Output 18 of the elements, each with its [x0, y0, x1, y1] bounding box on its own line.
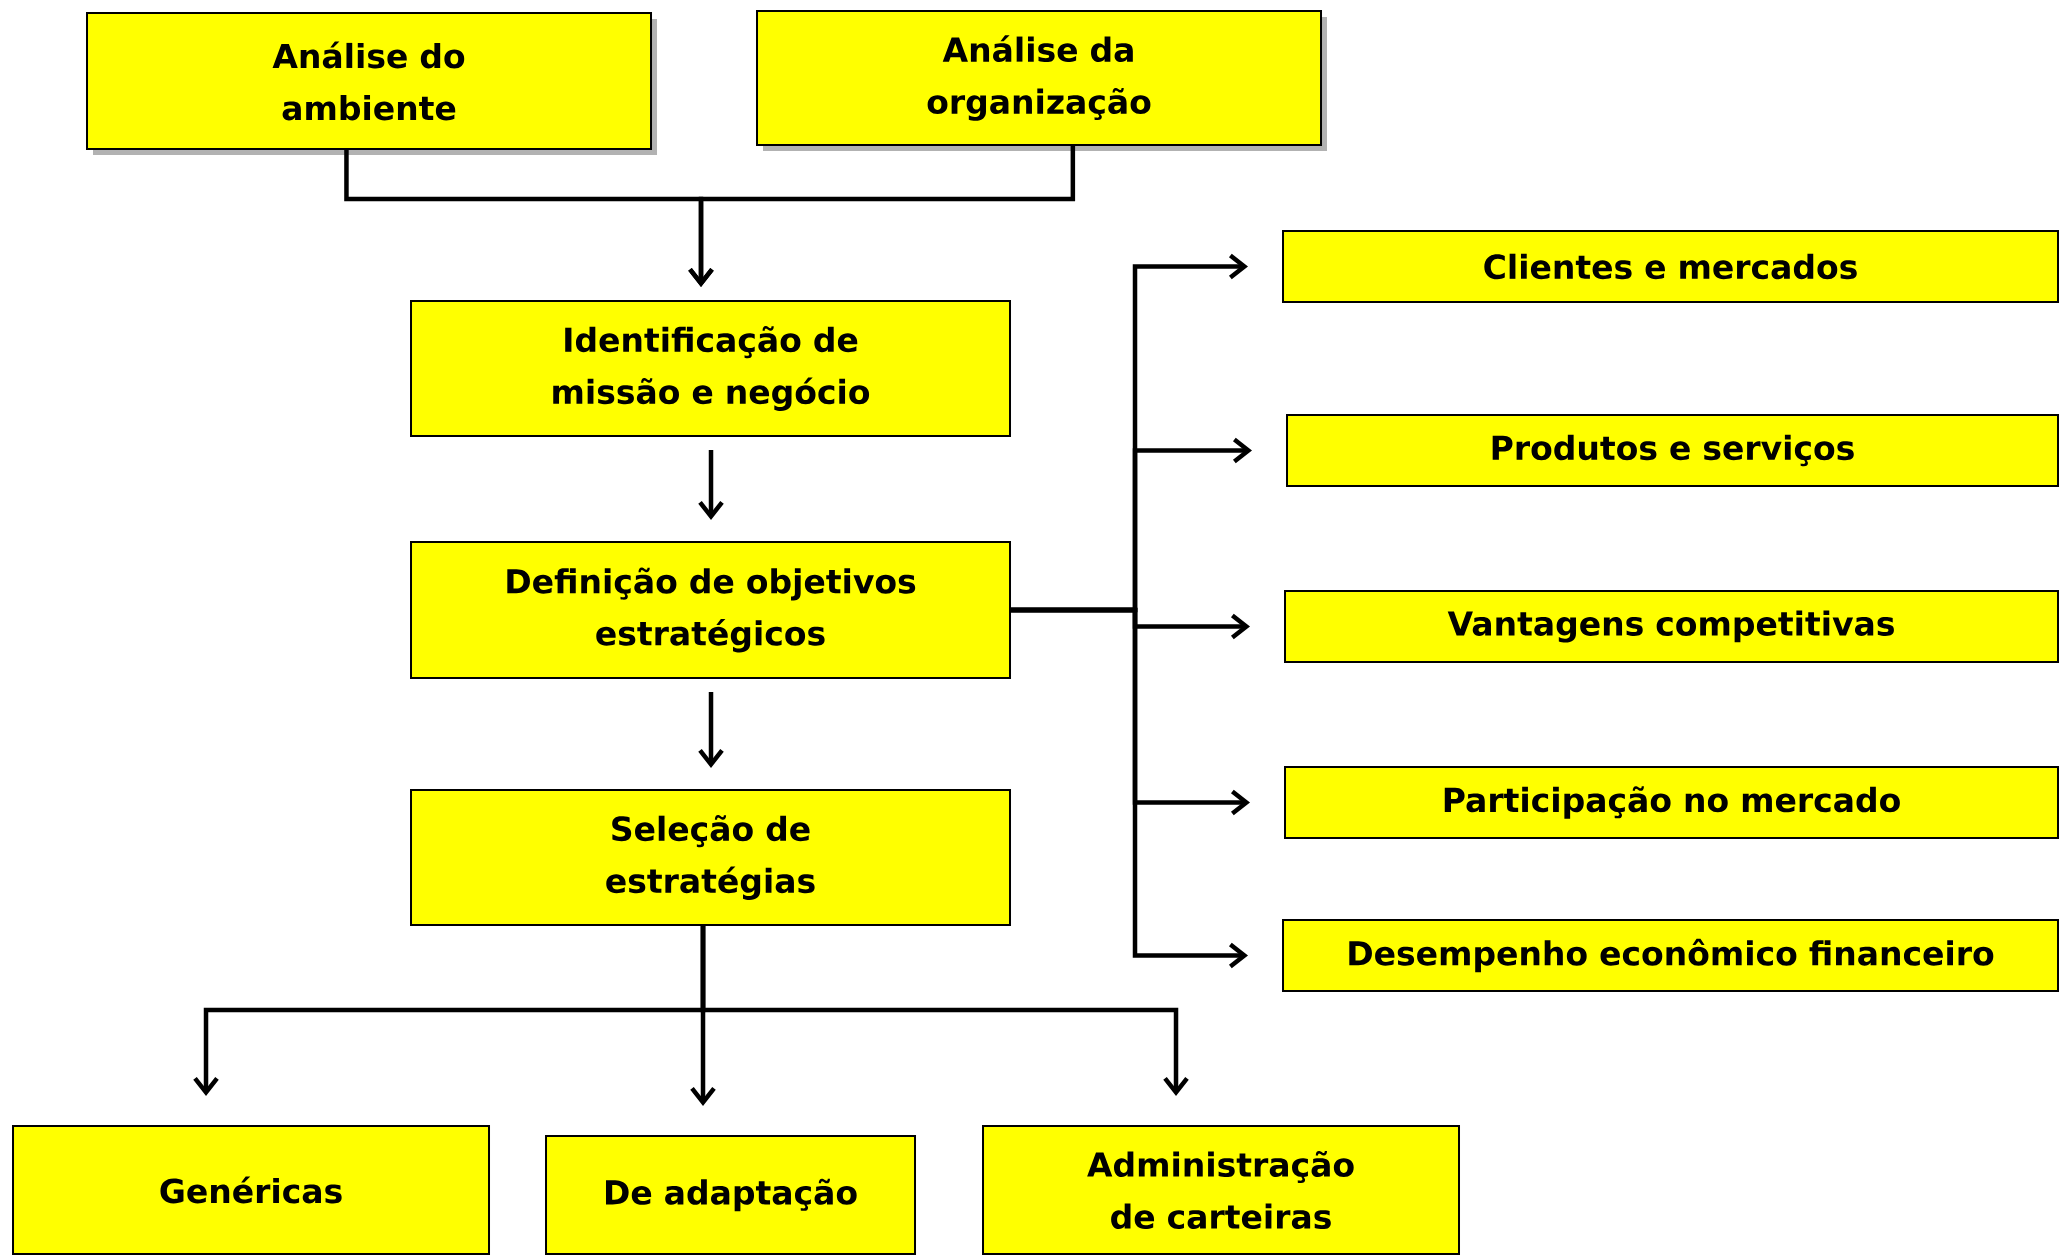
- process-box: Administração de carteiras: [982, 1125, 1460, 1255]
- arrow: [698, 692, 724, 768]
- process-box: Clientes e mercados: [1282, 230, 2059, 303]
- process-box: Seleção de estratégias: [410, 789, 1011, 926]
- process-box: De adaptação: [545, 1135, 916, 1255]
- process-box: Análise do ambiente: [86, 12, 657, 155]
- process-box: Participação no mercado: [1284, 766, 2059, 839]
- arrow: [698, 450, 724, 520]
- process-box: Identificação de missão e negócio: [410, 300, 1011, 437]
- process-box: Desempenho econômico financeiro: [1282, 919, 2059, 992]
- process-box: Genéricas: [12, 1125, 490, 1255]
- arrow: [688, 145, 1076, 287]
- arrow: [1011, 607, 1248, 969]
- process-box: Definição de objetivos estratégicos: [410, 541, 1011, 679]
- process-box: Produtos e serviços: [1286, 414, 2059, 487]
- process-box: Análise da organização: [756, 10, 1327, 151]
- process-box: Vantagens competitivas: [1284, 590, 2059, 663]
- arrow: [700, 925, 1189, 1096]
